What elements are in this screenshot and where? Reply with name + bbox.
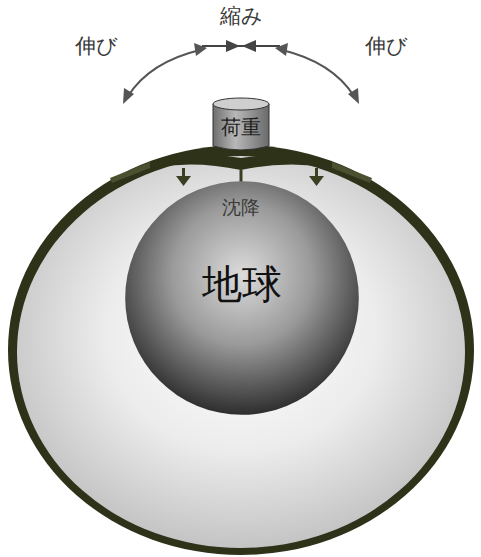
crust bbox=[8, 145, 474, 555]
arrowheads bbox=[123, 43, 359, 104]
load-cylinder bbox=[213, 104, 269, 150]
extension-arrows bbox=[128, 50, 354, 96]
annotation-label: 伸び bbox=[365, 32, 408, 60]
annotation-label: 縮み bbox=[220, 2, 263, 30]
node-text: 地球 bbox=[202, 257, 282, 312]
annotation-label: 沈降 bbox=[222, 195, 260, 221]
depressed-crust bbox=[150, 155, 332, 170]
mantle bbox=[17, 156, 465, 548]
crust-segment bbox=[110, 162, 372, 183]
load-box: 荷重 bbox=[213, 108, 269, 146]
node-text: 荷重 bbox=[221, 114, 261, 141]
load-top bbox=[213, 98, 269, 110]
annotation-label: 伸び bbox=[75, 32, 118, 60]
compression-arrows bbox=[202, 40, 280, 52]
